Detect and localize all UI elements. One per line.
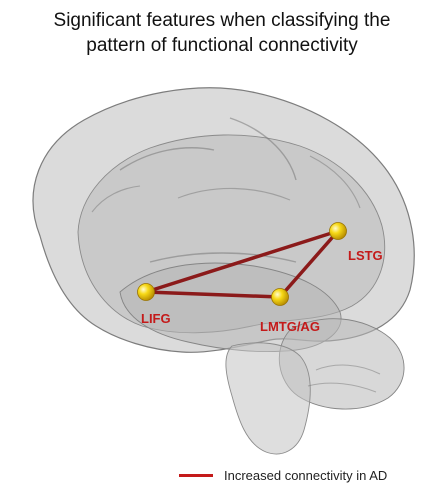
node-label-lstg: LSTG bbox=[348, 248, 383, 263]
lifg-node-icon bbox=[138, 284, 155, 301]
legend-line-icon bbox=[179, 474, 213, 477]
lmtg-ag-node-icon bbox=[272, 289, 289, 306]
legend: Increased connectivity in AD bbox=[179, 466, 387, 484]
brainstem-shape bbox=[226, 343, 310, 454]
legend-label: Increased connectivity in AD bbox=[224, 468, 387, 483]
brain-render-icon bbox=[33, 88, 414, 454]
lstg-node-icon bbox=[330, 223, 347, 240]
node-label-lmtg-ag: LMTG/AG bbox=[260, 319, 320, 334]
node-label-lifg: LIFG bbox=[141, 311, 171, 326]
